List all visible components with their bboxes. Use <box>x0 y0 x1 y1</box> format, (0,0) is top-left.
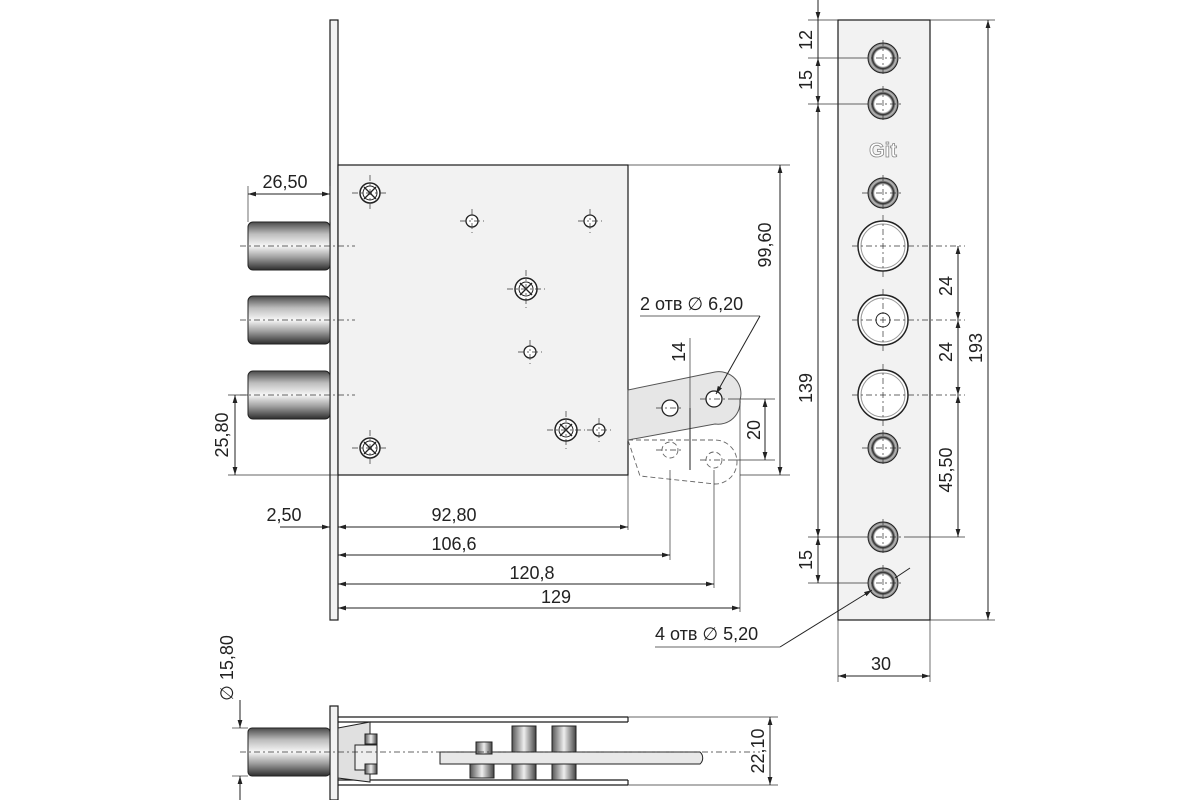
dim-14: 14 <box>669 342 689 362</box>
front-view: 26,50 99,60 2 отв ∅ 6,20 14 20 25,80 2,5… <box>212 19 790 621</box>
dim-106: 106,6 <box>431 534 476 554</box>
pin-icon <box>511 725 537 753</box>
dim-193: 193 <box>966 333 986 363</box>
lever-section <box>439 751 704 765</box>
screw-icon <box>507 270 545 308</box>
label-two-holes: 2 отв ∅ 6,20 <box>640 294 743 314</box>
screw-hole-icon <box>862 175 904 211</box>
screw-icon <box>352 175 388 211</box>
small-hole-icon <box>460 209 484 233</box>
lever-hole-icon <box>656 399 684 417</box>
dim-15-top: 15 <box>796 70 816 90</box>
pin-icon <box>511 763 537 781</box>
screw-icon <box>547 411 585 449</box>
dim-bolt-offset: 25,80 <box>212 412 232 457</box>
pin-icon <box>364 733 378 745</box>
screw-hole-icon <box>862 86 904 122</box>
pin-icon <box>364 763 378 775</box>
top-view: ∅ 15,80 22,10 <box>217 635 778 800</box>
dim-20: 20 <box>744 420 764 440</box>
small-hole-icon <box>518 340 542 364</box>
screw-hole-icon <box>862 430 904 466</box>
dim-face-thickness: 2,50 <box>266 505 301 525</box>
label-four-holes: 4 отв ∅ 5,20 <box>655 624 758 644</box>
dim-case-depth: 92,80 <box>431 505 476 525</box>
screw-hole-icon <box>862 40 904 76</box>
bolt-hole-icon <box>852 289 965 351</box>
dim-15-bottom: 15 <box>796 550 816 570</box>
dim-129: 129 <box>541 587 571 607</box>
pin-icon <box>551 725 577 753</box>
bolt-section <box>247 727 331 777</box>
lever-plate-ghost <box>627 439 738 485</box>
pin-icon <box>551 763 577 781</box>
pin-icon <box>475 741 493 755</box>
strike-plate-view: Git <box>655 0 995 682</box>
brand-logo: Git <box>869 140 897 162</box>
screw-icon <box>352 430 388 466</box>
bolt-hole-icon <box>852 215 965 277</box>
screw-hole-icon <box>862 565 904 601</box>
bolt-middle <box>247 295 331 345</box>
dim-case-height: 99,60 <box>755 222 775 267</box>
dim-24-a: 24 <box>936 276 956 296</box>
screw-hole-icon <box>862 519 904 555</box>
dim-body-thickness: 22,10 <box>748 728 768 773</box>
small-hole-icon <box>587 418 611 442</box>
dim-strike-width: 30 <box>871 654 891 674</box>
lever-plate <box>627 371 742 441</box>
dim-12: 12 <box>796 30 816 50</box>
lever-hole-icon <box>700 390 728 408</box>
bolt-hole-icon <box>852 364 965 426</box>
dim-120: 120,8 <box>509 563 554 583</box>
faceplate-top <box>329 705 339 800</box>
lock-case <box>337 164 629 476</box>
dim-45: 45,50 <box>936 447 956 492</box>
dim-bolt-diameter: ∅ 15,80 <box>217 635 237 701</box>
pin-icon <box>469 763 495 779</box>
dim-bolt-width: 26,50 <box>262 172 307 192</box>
bolt-bottom <box>247 370 331 420</box>
dim-24-b: 24 <box>936 342 956 362</box>
small-hole-icon <box>578 209 602 233</box>
dim-139: 139 <box>796 373 816 403</box>
bolt-top <box>247 221 331 271</box>
